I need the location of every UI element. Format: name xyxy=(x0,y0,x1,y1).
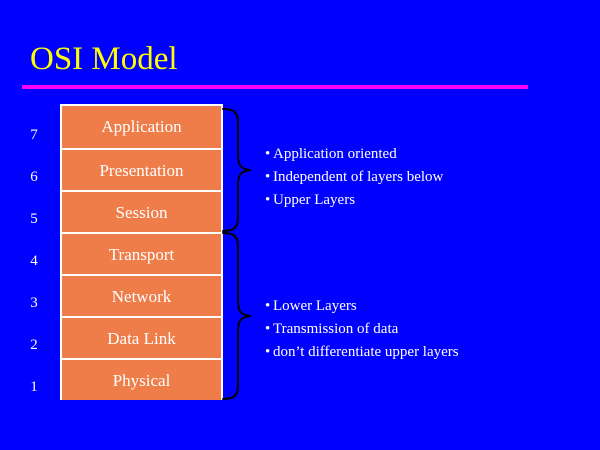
brace-lower-layers xyxy=(221,230,253,402)
brace-upper-layers xyxy=(221,106,253,234)
note-text: Independent of layers below xyxy=(273,169,444,185)
bullet-icon: • xyxy=(265,344,271,360)
note-text: Application oriented xyxy=(273,146,397,162)
bullet-icon: • xyxy=(265,169,271,185)
layer-box-presentation: Presentation xyxy=(62,148,221,190)
note-line: •Application oriented xyxy=(265,143,443,166)
layer-box-physical: Physical xyxy=(62,358,221,400)
bullet-icon: • xyxy=(265,321,271,337)
layer-box-network: Network xyxy=(62,274,221,316)
note-text: don’t differentiate upper layers xyxy=(273,344,459,360)
note-line: •Lower Layers xyxy=(265,295,459,318)
bullet-icon: • xyxy=(265,192,271,208)
layer-box-application: Application xyxy=(62,106,221,148)
note-text: Lower Layers xyxy=(273,298,357,314)
note-line: •Independent of layers below xyxy=(265,166,443,189)
layer-number-2: 2 xyxy=(30,337,38,353)
page-title: OSI Model xyxy=(30,41,178,77)
layer-number-6: 6 xyxy=(30,169,38,185)
layer-number-1: 1 xyxy=(30,379,38,395)
layer-box-transport: Transport xyxy=(62,232,221,274)
bullet-icon: • xyxy=(265,298,271,314)
note-line: •don’t differentiate upper layers xyxy=(265,341,459,364)
note-text: Transmission of data xyxy=(273,321,399,337)
notes-upper-layers: •Application oriented •Independent of la… xyxy=(265,143,443,212)
title-underline-rule xyxy=(22,85,528,89)
layer-number-5: 5 xyxy=(30,211,38,227)
layer-number-3: 3 xyxy=(30,295,38,311)
notes-lower-layers: •Lower Layers •Transmission of data •don… xyxy=(265,295,459,364)
layer-number-column: 7 6 5 4 3 2 1 xyxy=(14,104,54,400)
bullet-icon: • xyxy=(265,146,271,162)
layer-box-data-link: Data Link xyxy=(62,316,221,358)
layer-number-4: 4 xyxy=(30,253,38,269)
note-text: Upper Layers xyxy=(273,192,356,208)
osi-layer-stack: Application Presentation Session Transpo… xyxy=(60,104,223,400)
note-line: •Upper Layers xyxy=(265,189,443,212)
note-line: •Transmission of data xyxy=(265,318,459,341)
layer-number-7: 7 xyxy=(30,127,38,143)
layer-box-session: Session xyxy=(62,190,221,232)
